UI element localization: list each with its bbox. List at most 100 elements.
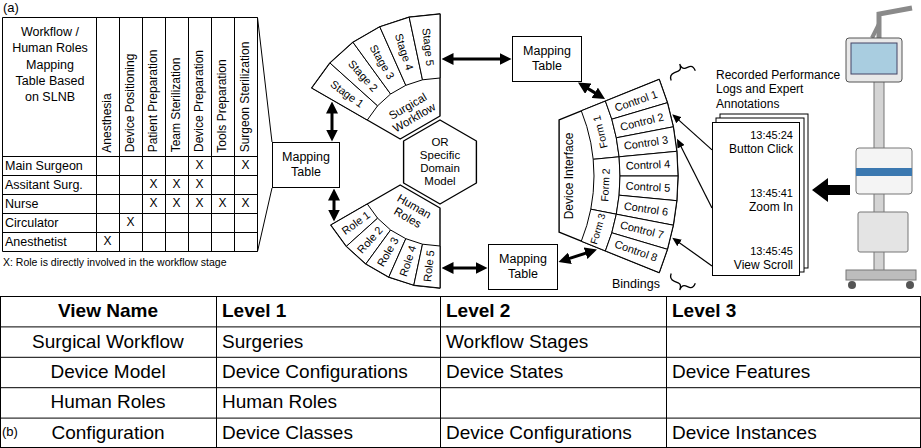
form-cell-text: Form 2 [598, 168, 612, 202]
mapping-arrow [331, 108, 334, 136]
workflow-fan: Surgical WorkflowStage 1Stage 2Stage 3St… [309, 12, 442, 141]
cart-base [846, 270, 916, 280]
log-time: 13:45:41 [750, 187, 793, 200]
table-header-cell: View Name [58, 300, 158, 322]
log-page: 13:45:24Button Click 13:45:41Zoom In 13:45… [712, 122, 800, 276]
table-cell: Human Roles [51, 391, 166, 413]
form-cell-shape [591, 157, 620, 214]
table-cell: Device Configurations [222, 361, 408, 383]
row-heading: Anesthetist [5, 235, 67, 249]
row-heading: Main Surgeon [5, 159, 83, 173]
table-header-cell: Level 3 [672, 300, 736, 322]
views-table-grid [0, 297, 921, 448]
column-heading: Surgeon Sterilization [239, 41, 253, 152]
column-heading: Patient Preparation [147, 49, 161, 152]
mapping-table-grid [3, 18, 258, 252]
x-mark: X [172, 197, 180, 211]
cart-arm [872, 24, 879, 38]
control-cell-text: Control 5 [626, 180, 671, 195]
roles-fan: Human RolesRole 1Role 2Role 3Role 4Role … [328, 183, 442, 290]
cart-wheel [906, 281, 914, 289]
role-cell: Role 5 [411, 242, 442, 290]
column-heading: Device Positioning [124, 53, 138, 152]
table-cell: Device Classes [222, 422, 353, 444]
table-header-cell: Level 1 [222, 300, 286, 322]
binding-brace [667, 274, 696, 295]
log-event: Zoom In [749, 201, 793, 215]
x-mark: X [241, 159, 249, 173]
mapping-arrow [583, 86, 600, 96]
mapping-box-text: Mapping Table [518, 44, 576, 74]
recording-arrow [812, 178, 850, 202]
x-mark: X [172, 178, 180, 192]
log-caption: Recorded Performance Logs and Expert Ann… [716, 68, 844, 111]
row-heading: Nurse [5, 197, 38, 211]
row-heading: Circulator [5, 216, 59, 230]
mapping-arrow [448, 267, 482, 270]
binding-arrow [676, 240, 713, 266]
column-heading: Tools Preparation [216, 59, 230, 152]
table-cell: Device Configurations [446, 422, 632, 444]
role-cell-shape [414, 244, 440, 288]
table-cell: Device Model [51, 361, 166, 383]
mapping-box-text: Mapping Table [494, 252, 552, 282]
stage-cell: Stage 5 [407, 12, 442, 82]
table-corner-heading: Workflow / Human Roles Mapping Table Bas… [10, 24, 90, 105]
table-cell: Human Roles [222, 391, 337, 413]
cart-screen [851, 43, 897, 74]
cart-box [858, 212, 908, 252]
stage-cell-shape [409, 14, 440, 80]
mapping-box: Mapping Table [512, 36, 582, 82]
log-event: Button Click [729, 143, 793, 157]
device-interface-fan: Device InterfaceForm 1Form 2Form 3Contro… [557, 77, 680, 275]
row-heading: Assitant Surg. [5, 178, 83, 192]
control-cell-shape [605, 233, 667, 273]
column-heading: Team Sterilization [170, 57, 184, 152]
panel-letter: (b) [2, 425, 18, 440]
table-cell: Workflow Stages [446, 331, 588, 353]
x-mark: X [195, 178, 203, 192]
domain-text: OR Specific Domain Model [412, 136, 468, 188]
x-mark: X [126, 216, 134, 230]
log-event: View Scroll [734, 259, 793, 273]
device-interface-fan-title: Device Interface [563, 133, 577, 220]
device-interface-fan-shape [559, 79, 678, 272]
zoom-leader-line [258, 18, 273, 252]
roles-fan-shape [331, 185, 440, 288]
control-cell: Control 8 [603, 230, 670, 275]
bindings-label: Bindings [612, 277, 660, 291]
x-mark: X [103, 235, 111, 249]
cart-wheel [848, 281, 856, 289]
control-cell-text: Control 4 [626, 158, 671, 173]
mapping-arrow [448, 58, 506, 61]
table-cell: Device Features [672, 361, 810, 383]
mapping-box: Mapping Table [488, 244, 558, 290]
cart-stripe [856, 168, 912, 176]
x-mark: X [195, 197, 203, 211]
x-mark: X [149, 197, 157, 211]
x-mark: X [218, 197, 226, 211]
x-mark: X [149, 178, 157, 192]
column-heading: Anesthesia [101, 93, 115, 152]
control-cell: Control 4 [617, 149, 680, 178]
x-mark: X [241, 197, 249, 211]
panel-letter: (a) [3, 1, 19, 16]
mapping-arrow [333, 195, 336, 216]
control-cell-shape [619, 151, 678, 176]
domain-hexagon-shape [404, 120, 477, 204]
binding-brace [667, 60, 696, 81]
table-header-cell: Level 2 [446, 300, 510, 322]
log-time: 13:45:45 [750, 245, 793, 258]
table-cell: Configuration [52, 422, 165, 444]
mapping-box: Mapping Table [272, 142, 340, 188]
table-cell: Surgeries [222, 331, 303, 353]
mapping-box-text: Mapping Table [277, 150, 335, 180]
x-mark: X [195, 159, 203, 173]
column-heading: Device Preparation [193, 50, 207, 152]
log-time: 13:45:24 [750, 129, 793, 142]
table-cell: Device States [446, 361, 563, 383]
table-cell: Surgical Workflow [32, 331, 184, 353]
table-cell: Device Instances [672, 422, 817, 444]
binding-arrow [679, 142, 712, 208]
